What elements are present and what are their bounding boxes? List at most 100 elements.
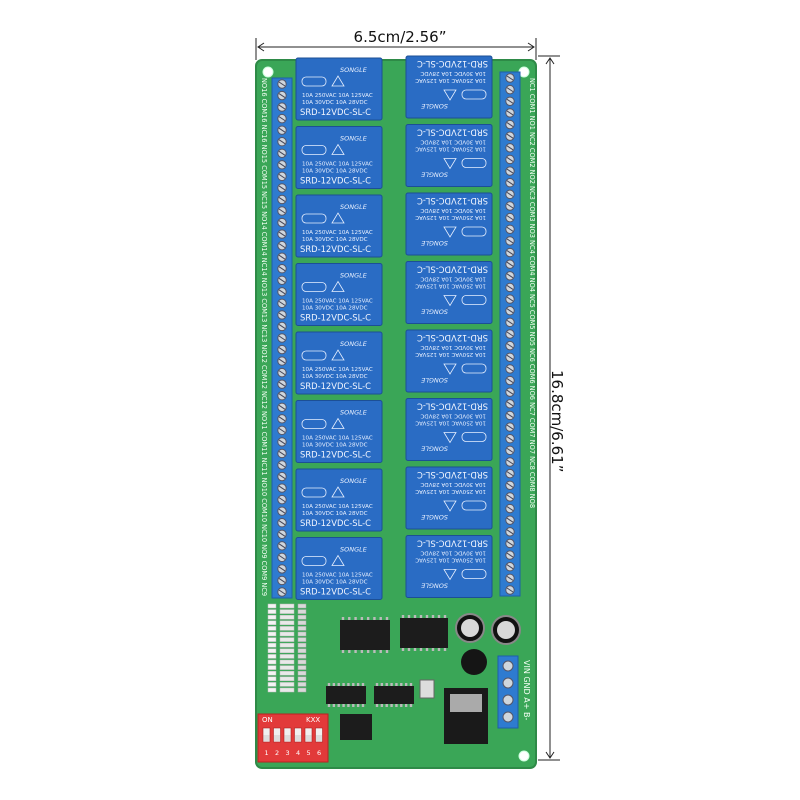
dip-position-number: 3 [286, 749, 290, 757]
led [267, 676, 277, 682]
ce-mark [301, 145, 327, 155]
ic-pin [443, 648, 447, 651]
ce-mark [301, 556, 327, 566]
ic-pin [327, 683, 331, 686]
relay-rating-ac: 10A 250VAC 10A 125VAC [302, 230, 373, 236]
relay-rating-dc: 10A 30VDC 10A 28VDC [302, 169, 368, 175]
terminal-label-text: NO16 COM16 NC16 NO15 COM15 NC15 NO14 COM… [260, 78, 268, 596]
relay-rating-dc: 10A 30VDC 10A 28VDC [302, 511, 368, 517]
resistor [279, 642, 295, 648]
ic-pin [385, 683, 388, 686]
relay-brand: SONGLE [340, 135, 368, 143]
warning-mark [443, 89, 457, 101]
ic-pin [375, 704, 379, 707]
ic-pin [443, 615, 447, 618]
resistor [279, 614, 295, 620]
warning-mark [331, 280, 345, 292]
relay [405, 398, 493, 461]
led [267, 642, 277, 648]
ic-pin [366, 617, 370, 620]
resistor [297, 642, 307, 648]
resistor [297, 670, 307, 676]
resistor [279, 670, 295, 676]
resistor [297, 676, 307, 682]
ce-mark [301, 350, 327, 361]
dip-key-slider [316, 735, 322, 741]
ic-pin [390, 683, 393, 686]
relay-model: SRD-12VDC-SL-C [417, 128, 488, 138]
relay-rating-ac: 10A 250VAC 10A 125VAC [415, 214, 486, 220]
relay-rating-dc: 10A 30VDC 10A 28VDC [420, 344, 486, 350]
indicator-leds [267, 603, 307, 693]
ic-pin [425, 615, 429, 618]
relay-model: SRD-12VDC-SL-C [300, 587, 371, 597]
ic-pin [354, 650, 357, 653]
relay-model: SRD-12VDC-SL-C [300, 381, 371, 391]
dip-key-slider [284, 735, 291, 741]
ce-mark [301, 213, 327, 224]
ce-mark [301, 419, 327, 429]
relay-rating-ac: 10A 250VAC 10A 125VAC [415, 77, 486, 83]
resistor [279, 665, 295, 670]
relay-brand: SONGLE [420, 239, 448, 247]
relay-model: SRD-12VDC-SL-C [300, 244, 371, 254]
led [267, 654, 277, 659]
dip-position-number: 5 [307, 749, 311, 757]
dip-position-number: 4 [296, 749, 300, 757]
relay-model: SRD-12VDC-SL-C [300, 313, 371, 323]
left-terminal-strip [271, 77, 293, 599]
led [267, 631, 277, 637]
ic-pin [347, 683, 350, 686]
relay [295, 126, 383, 189]
terminal-screw [502, 677, 514, 689]
ic-pin [437, 648, 441, 651]
led [267, 620, 277, 626]
relay-rating-ac: 10A 250VAC 10A 125VAC [415, 146, 486, 152]
warning-mark [331, 417, 345, 429]
relay-brand: SONGLE [420, 171, 448, 179]
ic-pin [360, 617, 364, 620]
led [267, 659, 277, 665]
relay-model: SRD-12VDC-SL-C [417, 333, 488, 343]
led [267, 665, 277, 670]
ic-pin [413, 615, 417, 618]
dip-key-slider [274, 735, 280, 741]
height-dimension-label: 16.8cm/6.61” [548, 370, 566, 473]
relay-rating-dc: 10A 30VDC 10A 28VDC [420, 139, 486, 145]
ic-pin [337, 683, 340, 686]
relay-rating-ac: 10A 250VAC 10A 125VAC [302, 573, 373, 579]
ic-pin [409, 704, 413, 707]
relay-brand: SONGLE [420, 102, 448, 110]
dip-key-slider [295, 735, 301, 741]
relay-rating-ac: 10A 250VAC 10A 125VAC [302, 367, 373, 373]
relay-rating-ac: 10A 250VAC 10A 125VAC [302, 299, 373, 305]
ic-pin [401, 648, 405, 651]
ce-mark [461, 295, 487, 305]
mount-hole [518, 750, 530, 762]
relay-model: SRD-12VDC-SL-C [417, 265, 488, 275]
right-terminal-labels: NC1 COM1 NO1 NC2 COM2 NO2 NC3 COM3 NO3 N… [528, 78, 536, 508]
relay [405, 192, 493, 256]
relay [295, 194, 383, 258]
ic-pin [352, 683, 355, 686]
electrolytic-capacitor [455, 613, 521, 675]
warning-mark [443, 226, 457, 238]
resistor [279, 620, 295, 626]
relay-rating-dc: 10A 30VDC 10A 28VDC [420, 207, 486, 213]
dip-position-number: 2 [275, 749, 279, 757]
relay-model: SRD-12VDC-SL-C [417, 470, 488, 480]
relay-rating-dc: 10A 30VDC 10A 28VDC [302, 374, 368, 380]
resistor [297, 614, 307, 620]
ic-pin [360, 650, 364, 653]
left-terminal-labels: NO16 COM16 NC16 NO15 COM15 NC15 NO14 COM… [260, 78, 268, 596]
relay-rating-dc: 10A 30VDC 10A 28VDC [420, 550, 486, 556]
resistor [297, 687, 307, 693]
relay-model: SRD-12VDC-SL-C [417, 539, 488, 549]
led [267, 682, 277, 687]
ce-mark [461, 500, 487, 511]
resistor [297, 603, 307, 609]
relay-rating-dc: 10A 30VDC 10A 28VDC [302, 306, 368, 312]
relay-rating-ac: 10A 250VAC 10A 125VAC [415, 420, 486, 426]
